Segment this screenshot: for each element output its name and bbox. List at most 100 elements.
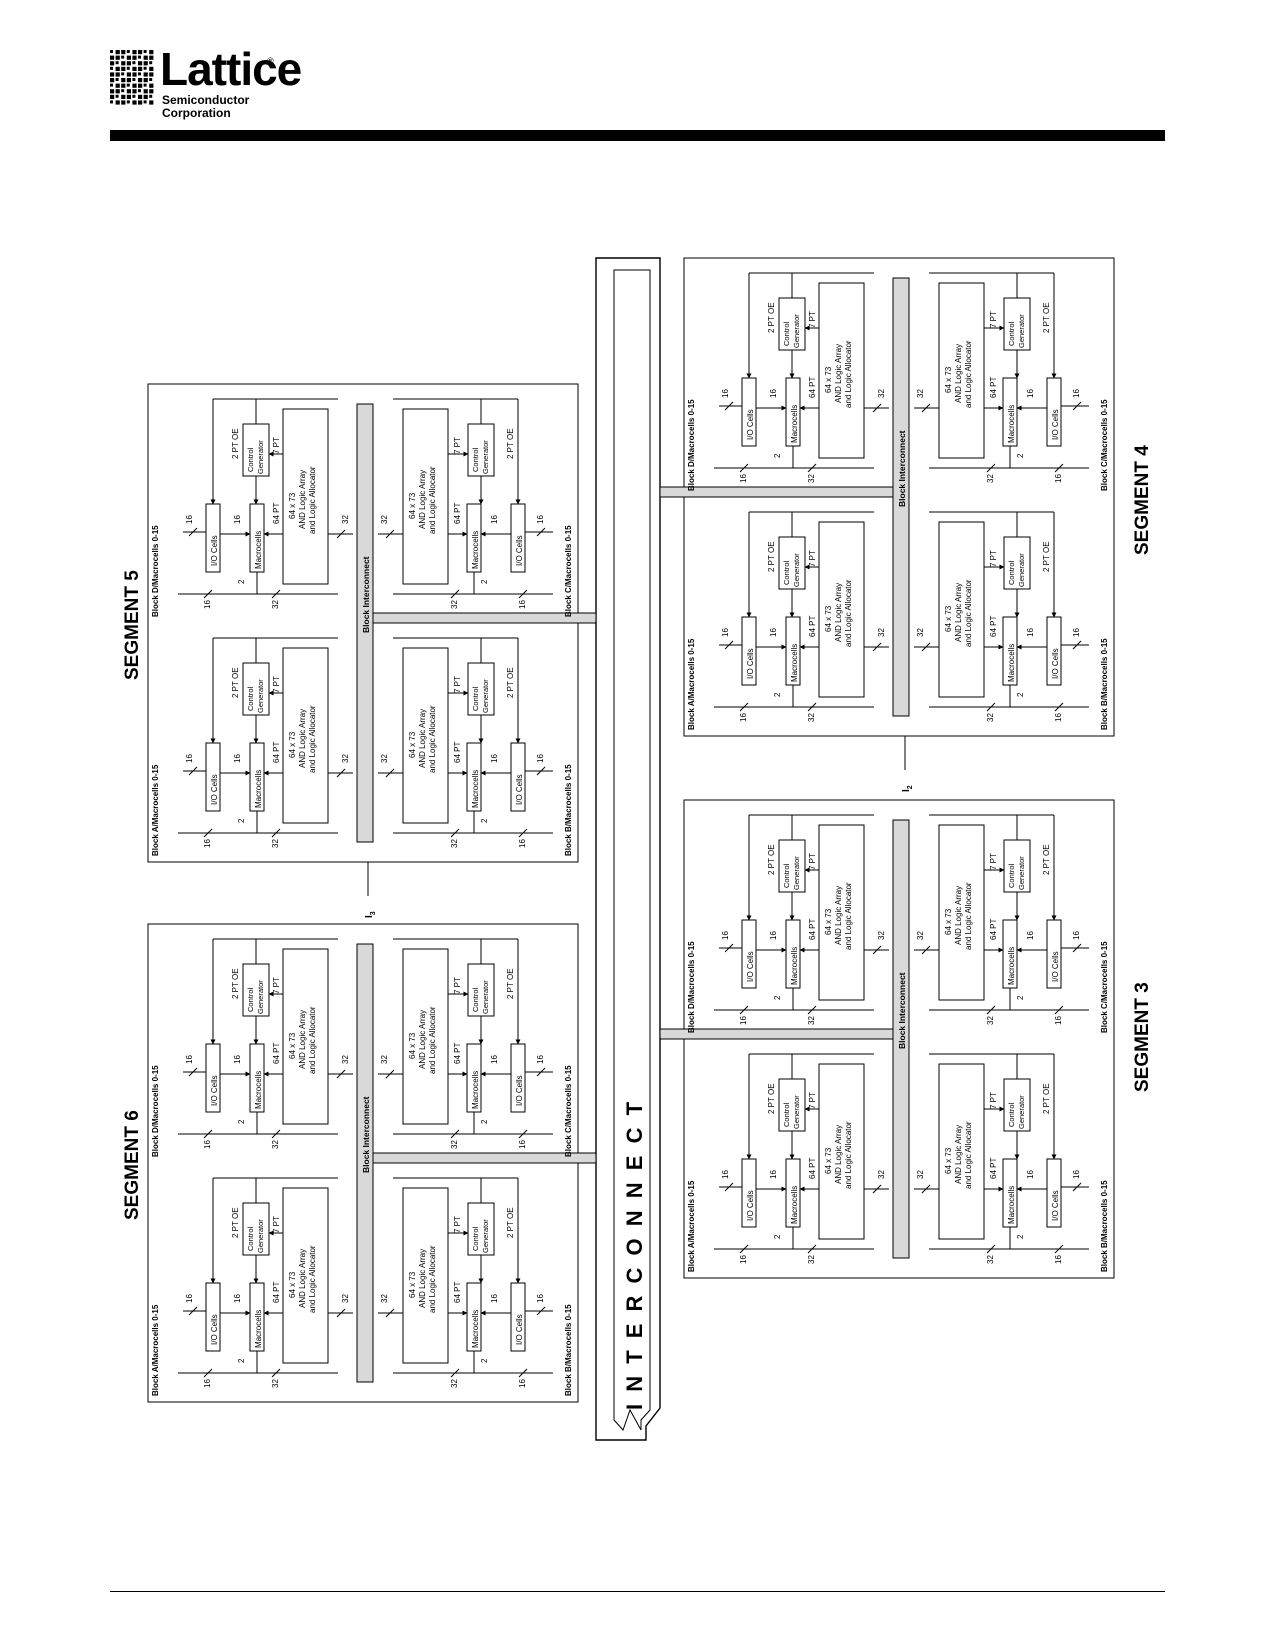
io-cells-label: I/O Cells (1051, 409, 1060, 440)
pt-oe-label: 2 PT OE (231, 667, 240, 698)
logo-grid-dot (138, 94, 143, 99)
control-label-2: Generator (256, 1219, 265, 1253)
control-label-1: Control (782, 1102, 791, 1127)
logo-grid-dot (121, 72, 125, 76)
logo-subtitle-line1: Semiconductor (162, 93, 250, 107)
and-array-label-3: and Logic Allocator (428, 1245, 437, 1313)
bus-tick (271, 828, 281, 838)
bus-tick (536, 766, 546, 776)
logo-grid-dot (115, 94, 119, 98)
pt64-label: 64 PT (272, 742, 281, 763)
logo-grid-dot (138, 78, 143, 83)
bus-width-32: 32 (986, 1255, 995, 1264)
bus-tick (807, 463, 817, 473)
logo-subtitle-line2: Corporation (162, 106, 231, 120)
control-generator-box (467, 1202, 495, 1256)
bus-width-32: 32 (807, 713, 816, 722)
control-generator-box (1003, 839, 1031, 893)
logo-grid-dot (132, 55, 137, 60)
logo-grid-dot (115, 78, 119, 81)
bus-tick (724, 943, 734, 953)
logo-grid-dot (149, 61, 153, 65)
logo-grid-dot (115, 50, 120, 55)
bus-width-16: 16 (536, 1294, 545, 1303)
bus-width-2: 2 (1016, 995, 1025, 1000)
block-interconnect-label: Block Interconnect (897, 430, 907, 507)
control-generator-box (778, 1078, 806, 1132)
logo-grid-dot (138, 66, 143, 71)
logo-grid-dot (143, 50, 147, 53)
bus-width-32: 32 (380, 1294, 389, 1303)
bus-width-2: 2 (773, 453, 782, 458)
io-cells-label: I/O Cells (210, 774, 219, 805)
macrocells-label: Macrocells (790, 405, 799, 443)
bus-width-16: 16 (203, 839, 212, 848)
pt7-label: 7 PT (989, 550, 998, 567)
pt64-label: 64 PT (272, 1043, 281, 1064)
io-cells-label: I/O Cells (1051, 1190, 1060, 1221)
control-label-2: Generator (256, 679, 265, 713)
bus-tick (807, 702, 817, 712)
logo-grid-dot (126, 50, 130, 53)
pt-oe-label: 2 PT OE (506, 667, 515, 698)
bus-tick (872, 945, 882, 955)
and-array-box (282, 408, 329, 585)
control-label-1: Control (471, 686, 480, 711)
pt-oe-label: 2 PT OE (1042, 541, 1051, 572)
bus-width-16: 16 (1054, 713, 1063, 722)
bus-width-16: 16 (739, 474, 748, 483)
logo-grid-dot (115, 100, 120, 105)
block-title: Block B/Macrocells 0-15 (1100, 638, 1109, 730)
bus-width-16: 16 (769, 389, 778, 398)
bus-width-16: 16 (721, 628, 730, 637)
and-array-label-1: 64 x 73 (408, 1271, 417, 1298)
control-label-2: Generator (481, 1219, 490, 1253)
bus-tick (203, 589, 213, 599)
bus-width-16: 16 (1026, 628, 1035, 637)
io-cells-label: I/O Cells (1051, 648, 1060, 679)
and-array-label-2: AND Logic Array (418, 470, 427, 529)
and-array-box (282, 1187, 329, 1364)
logo-grid-dot (126, 72, 131, 77)
bus-width-32: 32 (380, 1055, 389, 1064)
pt7-label: 7 PT (453, 1216, 462, 1233)
bus-tick (385, 1069, 395, 1079)
control-label-1: Control (246, 447, 255, 472)
page-header: Lattice ® Semiconductor Corporation (0, 0, 1275, 150)
bus-tick (385, 529, 395, 539)
logo-grid-dot (110, 83, 113, 87)
bus-width-16: 16 (1072, 931, 1081, 940)
bus-width-16: 16 (721, 389, 730, 398)
bus-tick (188, 1306, 198, 1316)
bus-width-16: 16 (233, 1055, 242, 1064)
and-array-label-1: 64 x 73 (944, 1147, 953, 1174)
bus-tick (385, 768, 395, 778)
logo-grid-dot (149, 100, 154, 105)
block-interconnect-label: Block Interconnect (361, 556, 371, 633)
io-cells-label: I/O Cells (746, 1190, 755, 1221)
bus-width-32: 32 (916, 931, 925, 940)
logo-grid-dot (115, 55, 120, 60)
logo-grid-dot (149, 66, 154, 71)
macrocells-label: Macrocells (790, 644, 799, 682)
logo-grid-dot (126, 61, 131, 66)
and-array-label-3: and Logic Allocator (844, 579, 853, 647)
pt64-label: 64 PT (453, 1282, 462, 1303)
bus-tick (536, 527, 546, 537)
block-title: Block D/Macrocells 0-15 (151, 1065, 160, 1157)
logo-grid-dot (110, 100, 113, 104)
bus-tie (659, 1028, 894, 1040)
bus-width-32: 32 (807, 1016, 816, 1025)
bus-tick (724, 640, 734, 650)
macrocells-label: Macrocells (254, 1071, 263, 1109)
bus-width-16: 16 (518, 1379, 527, 1388)
pt7-label: 7 PT (453, 437, 462, 454)
bus-width-2: 2 (480, 1119, 489, 1124)
bus-width-16: 16 (536, 1055, 545, 1064)
pt7-label: 7 PT (989, 311, 998, 328)
logo-grid-dot (115, 83, 120, 88)
